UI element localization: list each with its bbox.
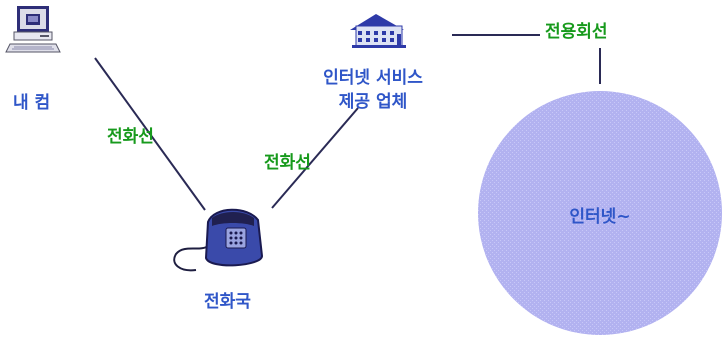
my-computer-label: 내 컴: [13, 93, 51, 113]
isp-label-line2: 제공 업체: [338, 92, 408, 112]
telephone-office-label: 전화국: [204, 292, 251, 312]
leased-line-label: 전용회선: [545, 22, 608, 42]
connector-office-to-isp: [271, 107, 359, 209]
computer-icon: [5, 6, 61, 53]
isp-label-line1: 인터넷 서비스: [323, 68, 423, 88]
internet-label: 인터넷~: [569, 207, 631, 227]
connector-pc-to-office: [94, 57, 206, 211]
building-icon: [350, 14, 406, 48]
phone-line-label-left: 전화선: [107, 127, 154, 147]
telephone-icon: [173, 208, 264, 272]
phone-line-label-right: 전화선: [264, 153, 311, 173]
internet-cloud: [478, 91, 722, 335]
